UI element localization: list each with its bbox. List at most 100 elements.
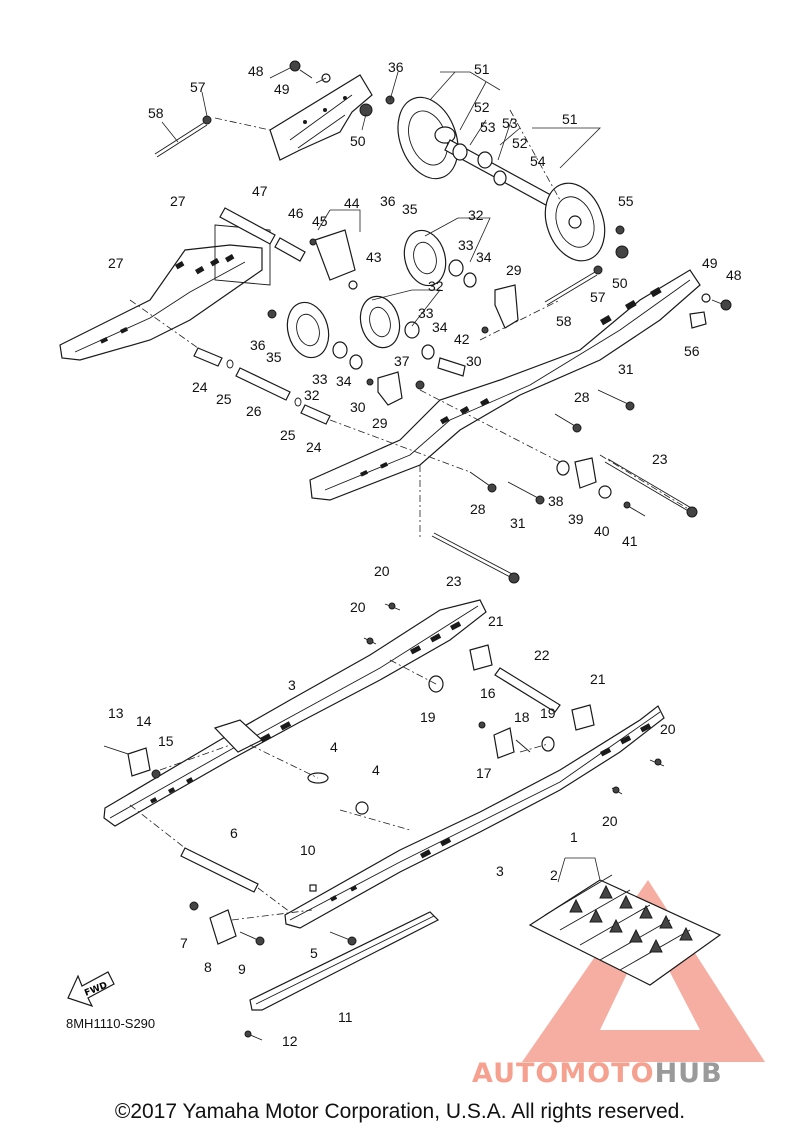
screw-12 xyxy=(244,1030,263,1041)
cross-shaft-24-26 xyxy=(193,347,331,425)
callout-15: 15 xyxy=(158,733,174,749)
leader-lines xyxy=(161,67,601,883)
block-17 xyxy=(478,721,531,759)
callout-35a: 35 xyxy=(402,201,418,217)
callout-34b: 34 xyxy=(432,319,448,335)
track-belt-1 xyxy=(528,874,722,986)
callout-29b: 29 xyxy=(372,415,388,431)
callout-33c: 33 xyxy=(312,371,328,387)
callout-31b: 31 xyxy=(510,515,526,531)
callout-34a: 34 xyxy=(476,249,492,265)
callout-18: 18 xyxy=(514,709,530,725)
callout-6: 6 xyxy=(230,825,238,841)
callout-36c: 36 xyxy=(250,337,266,353)
callout-24a: 24 xyxy=(192,379,208,395)
callout-28a: 28 xyxy=(574,389,590,405)
callout-48a: 48 xyxy=(248,63,264,79)
callout-47: 47 xyxy=(252,183,268,199)
callout-13: 13 xyxy=(108,705,124,721)
callout-19a: 19 xyxy=(420,709,436,725)
callout-53b: 53 xyxy=(502,115,518,131)
shaft-47 xyxy=(219,207,358,290)
callout-57b: 57 xyxy=(590,289,606,305)
axle-6 xyxy=(180,847,259,893)
bolts-20 xyxy=(363,602,665,795)
block-21-upper xyxy=(469,644,493,671)
block-21-lower xyxy=(571,704,595,731)
callout-19b: 19 xyxy=(540,705,556,721)
fwd-arrow-icon: FWD xyxy=(67,971,115,1008)
callout-9: 9 xyxy=(238,961,246,977)
callout-21b: 21 xyxy=(590,671,606,687)
callout-4a: 4 xyxy=(330,739,338,755)
callout-50b: 50 xyxy=(612,275,628,291)
callout-20c: 20 xyxy=(660,721,676,737)
callout-49a: 49 xyxy=(274,81,290,97)
slide-runner-11 xyxy=(249,911,440,1011)
callout-29a: 29 xyxy=(506,262,522,278)
callout-44: 44 xyxy=(344,195,360,211)
callout-32a: 32 xyxy=(468,207,484,223)
callout-27a: 27 xyxy=(170,193,186,209)
callout-8: 8 xyxy=(204,959,212,975)
watermark-text-secondary: HUB xyxy=(654,1058,723,1089)
callout-38: 38 xyxy=(548,493,564,509)
callout-32c: 32 xyxy=(304,387,320,403)
callout-28b: 28 xyxy=(470,501,486,517)
callout-23a: 23 xyxy=(652,451,668,467)
callout-39: 39 xyxy=(568,511,584,527)
callout-20d: 20 xyxy=(602,813,618,829)
long-bolt-23-right xyxy=(604,458,698,518)
callout-2: 2 xyxy=(550,867,558,883)
callout-58a: 58 xyxy=(148,105,164,121)
callout-34c: 34 xyxy=(336,373,352,389)
callout-37: 37 xyxy=(394,353,410,369)
callout-54: 54 xyxy=(530,153,546,169)
shaft-22 xyxy=(494,667,561,713)
callout-48b: 48 xyxy=(726,267,742,283)
copyright-notice: ©2017 Yamaha Motor Corporation, U.S.A. A… xyxy=(114,1100,686,1123)
assembly-center-lines xyxy=(129,109,691,921)
callout-32b: 32 xyxy=(428,278,444,294)
callout-11: 11 xyxy=(338,1009,353,1025)
callout-21a: 21 xyxy=(488,613,504,629)
bolt-31-lower xyxy=(507,481,545,505)
callout-16: 16 xyxy=(480,685,496,701)
callout-33a: 33 xyxy=(458,237,474,253)
watermark-text: AUTOMOTOHUB xyxy=(472,1058,723,1089)
upper-rail-left xyxy=(59,224,271,361)
bolt-5 xyxy=(329,931,357,946)
bolt-31-upper xyxy=(597,389,635,411)
callout-27b: 27 xyxy=(108,255,124,271)
axle-54 xyxy=(444,139,561,211)
bolt-28-upper xyxy=(554,413,582,433)
bolt-48-left xyxy=(289,60,331,83)
rear-arm-plate-top xyxy=(269,74,373,161)
callout-24b: 24 xyxy=(306,439,322,455)
washer-4 xyxy=(307,772,369,815)
diagram-code: 8MH1110-S290 xyxy=(66,1016,156,1031)
callout-57a: 57 xyxy=(190,79,206,95)
callout-56: 56 xyxy=(684,343,700,359)
block-14 xyxy=(103,745,161,779)
callout-46: 46 xyxy=(288,205,304,221)
bolt-28-lower xyxy=(469,471,497,493)
idler-wheel-large-left xyxy=(359,95,459,180)
callout-53a: 53 xyxy=(480,119,496,135)
bolt-58-right xyxy=(544,265,603,306)
callout-25a: 25 xyxy=(216,391,232,407)
callout-43: 43 xyxy=(366,249,382,265)
callout-3b: 3 xyxy=(496,863,504,879)
callout-labels: 1 2 3 3 4 4 5 6 7 8 9 10 11 12 13 14 15 … xyxy=(108,59,742,1049)
slide-rail-upper xyxy=(103,599,487,827)
callout-1: 1 xyxy=(570,829,578,845)
upper-rail-right xyxy=(309,269,701,501)
callout-35b: 35 xyxy=(266,349,282,365)
callout-36a: 36 xyxy=(388,59,404,75)
callout-10: 10 xyxy=(300,842,316,858)
callout-50a: 50 xyxy=(350,133,366,149)
callout-26: 26 xyxy=(246,403,262,419)
callout-30b: 30 xyxy=(350,399,366,415)
callout-22: 22 xyxy=(534,647,550,663)
